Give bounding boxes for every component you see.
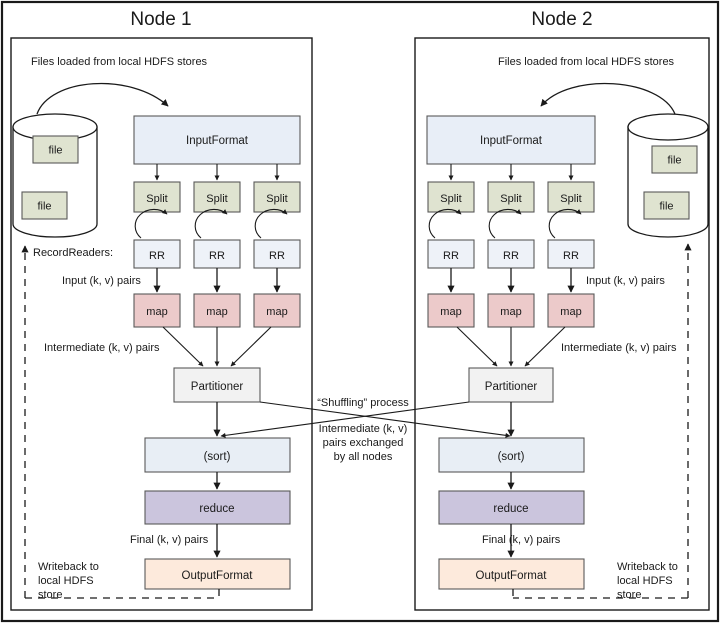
node2-rr-box-3	[547, 239, 595, 269]
node2-split-label-1: Split	[440, 193, 461, 205]
node1-file-box-2	[21, 191, 68, 220]
node1-output-format-label: OutputFormat	[182, 570, 254, 582]
node2-files-loaded-label: Files loaded from local HDFS stores	[498, 56, 675, 68]
node2-map-box-3	[547, 293, 595, 328]
node1-file-label-1: file	[48, 145, 62, 157]
node2-rr-loop-3	[548, 208, 582, 239]
node1-load-arrow	[36, 82, 169, 115]
node2-rr-label-2: RR	[503, 250, 519, 262]
node2-split-box-2	[487, 181, 535, 213]
node1-split-box-3	[253, 181, 301, 213]
node2-map-box-2	[487, 293, 535, 328]
node1-sort-label: (sort)	[204, 451, 231, 463]
node2-sort-box	[438, 437, 585, 473]
node2-file-box-1	[651, 145, 698, 174]
node1-split-box-2	[193, 181, 241, 213]
node2-map-box-1	[427, 293, 475, 328]
node2-map-label-3: map	[560, 306, 581, 318]
exchange-label-line1: Intermediate (k, v)	[319, 423, 408, 435]
node1-file-label-2: file	[37, 201, 51, 213]
node1-rr-label-3: RR	[269, 250, 285, 262]
node1-map-box-3	[253, 293, 301, 328]
node1-partitioner-box	[173, 367, 261, 403]
shuffle-arrow-node1-to-node2	[259, 401, 511, 438]
node1-reduce-label: reduce	[199, 503, 234, 515]
node2-map-part-arrow-1	[456, 326, 498, 367]
node1-writeback-label-2: local HDFS	[38, 575, 94, 587]
node2-sort-label: (sort)	[498, 451, 525, 463]
node1-map-part-arrow-3	[230, 326, 272, 367]
node1-input-format-label: InputFormat	[186, 135, 249, 147]
node2-input-pairs-label: Input (k, v) pairs	[586, 275, 665, 287]
node1-partitioner-label: Partitioner	[191, 381, 244, 393]
node1-split-label-1: Split	[146, 193, 167, 205]
node1-reduce-box	[144, 490, 291, 525]
node1-split-label-3: Split	[266, 193, 287, 205]
node2-rr-loop-2	[488, 208, 522, 239]
node1-rr-label-2: RR	[209, 250, 225, 262]
node2-output-format-box	[438, 558, 585, 590]
node1-rr-label-1: RR	[149, 250, 165, 262]
node1-rr-loop-1	[134, 208, 168, 239]
node2-rr-box-1	[427, 239, 475, 269]
node1-writeback-label-1: Writeback to	[38, 561, 99, 573]
node2-rr-label-3: RR	[563, 250, 579, 262]
node1-rr-loop-2	[194, 208, 228, 239]
node2-writeback-label-3: store	[617, 589, 641, 601]
node1-writeback-label-3: store	[38, 589, 62, 601]
node1-map-box-1	[133, 293, 181, 328]
node2-writeback-label-2: local HDFS	[617, 575, 673, 587]
shuffling-process-label: “Shuffling” process	[317, 397, 409, 409]
node2-input-format-label: InputFormat	[480, 135, 543, 147]
node1-map-label-3: map	[266, 306, 287, 318]
node2-title: Node 2	[531, 9, 592, 30]
node1-intermediate-pairs-label: Intermediate (k, v) pairs	[44, 342, 160, 354]
node2-writeback-label-1: Writeback to	[617, 561, 678, 573]
node1-files-loaded-label: Files loaded from local HDFS stores	[31, 56, 208, 68]
node1-rr-box-1	[133, 239, 181, 269]
node2-map-part-arrow-3	[524, 326, 566, 367]
node1-map-part-arrow-1	[162, 326, 204, 367]
node1-split-label-2: Split	[206, 193, 227, 205]
node2-hdfs-cylinder-top	[627, 113, 709, 141]
node2-rr-label-1: RR	[443, 250, 459, 262]
node2-split-box-3	[547, 181, 595, 213]
node1-file-box-1	[32, 135, 79, 164]
node2-file-box-2	[643, 191, 690, 220]
node1-map-label-1: map	[146, 306, 167, 318]
node1-rr-loop-3	[254, 208, 288, 239]
node2-output-format-label: OutputFormat	[476, 570, 548, 582]
node2-split-label-3: Split	[560, 193, 581, 205]
node2-map-label-2: map	[500, 306, 521, 318]
shuffle-arrow-node2-to-node1	[220, 401, 470, 438]
node1-map-box-2	[193, 293, 241, 328]
node2-split-label-2: Split	[500, 193, 521, 205]
exchange-label-line2: pairs exchanged	[323, 437, 404, 449]
node2-hdfs-cylinder-body	[627, 126, 709, 238]
node2-map-label-1: map	[440, 306, 461, 318]
node2-file-label-2: file	[659, 201, 673, 213]
node1-title: Node 1	[130, 9, 191, 30]
node1-rr-box-2	[193, 239, 241, 269]
node2-file-label-1: file	[667, 155, 681, 167]
node2-split-box-1	[427, 181, 475, 213]
node2-rr-loop-1	[428, 208, 462, 239]
node1-recordreaders-label: RecordReaders:	[33, 247, 113, 259]
exchange-label-line3: by all nodes	[334, 451, 393, 463]
node1-split-box-1	[133, 181, 181, 213]
node2-reduce-label: reduce	[493, 503, 528, 515]
node2-intermediate-pairs-label: Intermediate (k, v) pairs	[561, 342, 677, 354]
node1-output-format-box	[144, 558, 291, 590]
node2-input-format-box	[426, 115, 596, 165]
node2-final-pairs-label: Final (k, v) pairs	[482, 534, 561, 546]
node2-partitioner-label: Partitioner	[485, 381, 538, 393]
node1-input-pairs-label: Input (k, v) pairs	[62, 275, 141, 287]
node2-load-arrow	[540, 82, 676, 115]
node1-map-label-2: map	[206, 306, 227, 318]
node1-final-pairs-label: Final (k, v) pairs	[130, 534, 209, 546]
node1-input-format-box	[133, 115, 301, 165]
node2-partitioner-box	[468, 367, 554, 403]
